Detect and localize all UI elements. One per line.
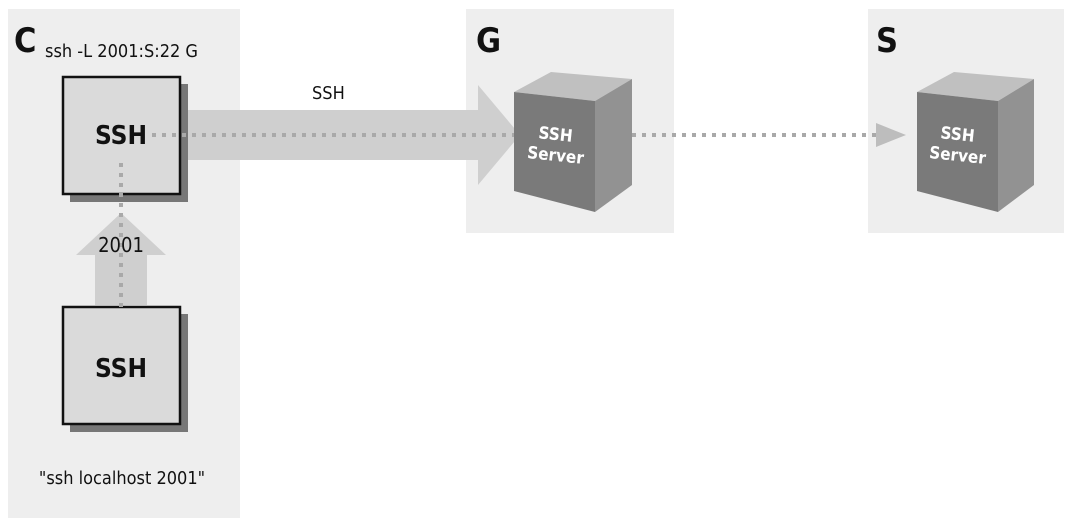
gateway-ssh-server-cube [514,72,632,212]
connection-label: SSH [312,83,345,104]
forwarder-ssh-label: SSH [95,121,147,151]
client-host-label: C [14,21,36,61]
client-command-label: "ssh localhost 2001" [39,468,205,489]
forwarded-connection-arrowhead [876,123,906,147]
port-label: 2001 [98,233,144,257]
port-2001-arrow [76,213,166,305]
client-ssh-box [61,305,182,426]
client-ssh-label: SSH [95,354,147,384]
gateway-server-label-line1: SSH [538,123,574,146]
gateway-host-label: G [476,21,501,61]
target-host-label: S [876,21,898,61]
forward-command-label: ssh -L 2001:S:22 G [45,41,198,62]
ssh-tunnel-arrow [180,85,520,185]
target-ssh-server-cube [917,72,1034,212]
target-server-label-line1: SSH [940,123,976,146]
